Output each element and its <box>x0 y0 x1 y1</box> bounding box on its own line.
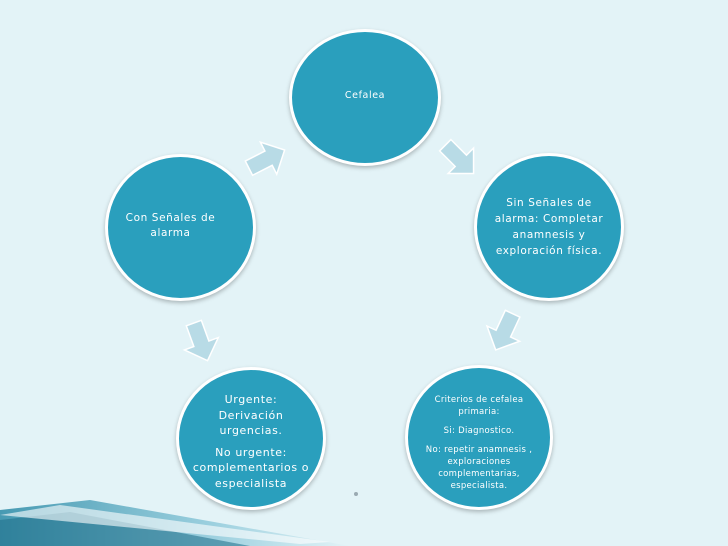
node-sin-senales-label: Sin Señales de alarma: Completar anamnes… <box>494 197 604 257</box>
node-urgente: Urgente: Derivación urgencias. No urgent… <box>176 367 326 510</box>
arrow-sin-to-criterios <box>485 309 522 351</box>
arrow-cefalea-to-sin <box>438 138 475 175</box>
arrow-urgente-to-con <box>182 319 220 362</box>
decorative-dot <box>354 492 358 496</box>
node-con-senales-label: Con Señales de alarma <box>125 212 216 239</box>
criterios-line-3: No: repetir anamnesis , exploraciones co… <box>425 445 533 491</box>
bottom-left-band-white <box>0 505 330 544</box>
arrow-con-to-cefalea <box>244 140 286 177</box>
node-criterios-text: Criterios de cefalea primaria: Si: Diagn… <box>408 394 550 499</box>
node-cefalea-label: Cefalea <box>344 90 386 101</box>
criterios-line-2: Si: Diagnostico. <box>443 426 515 436</box>
urgente-line-1: Urgente: Derivación urgencias. <box>218 393 284 437</box>
node-con-senales: Con Señales de alarma <box>105 154 256 301</box>
node-cefalea: Cefalea <box>289 29 441 166</box>
node-criterios: Criterios de cefalea primaria: Si: Diagn… <box>405 365 553 510</box>
node-urgente-text: Urgente: Derivación urgencias. No urgent… <box>179 392 323 491</box>
urgente-line-2: No urgente: complementarios o especialis… <box>192 445 310 490</box>
criterios-line-1: Criterios de cefalea primaria: <box>434 395 524 417</box>
node-sin-senales: Sin Señales de alarma: Completar anamnes… <box>474 153 624 301</box>
